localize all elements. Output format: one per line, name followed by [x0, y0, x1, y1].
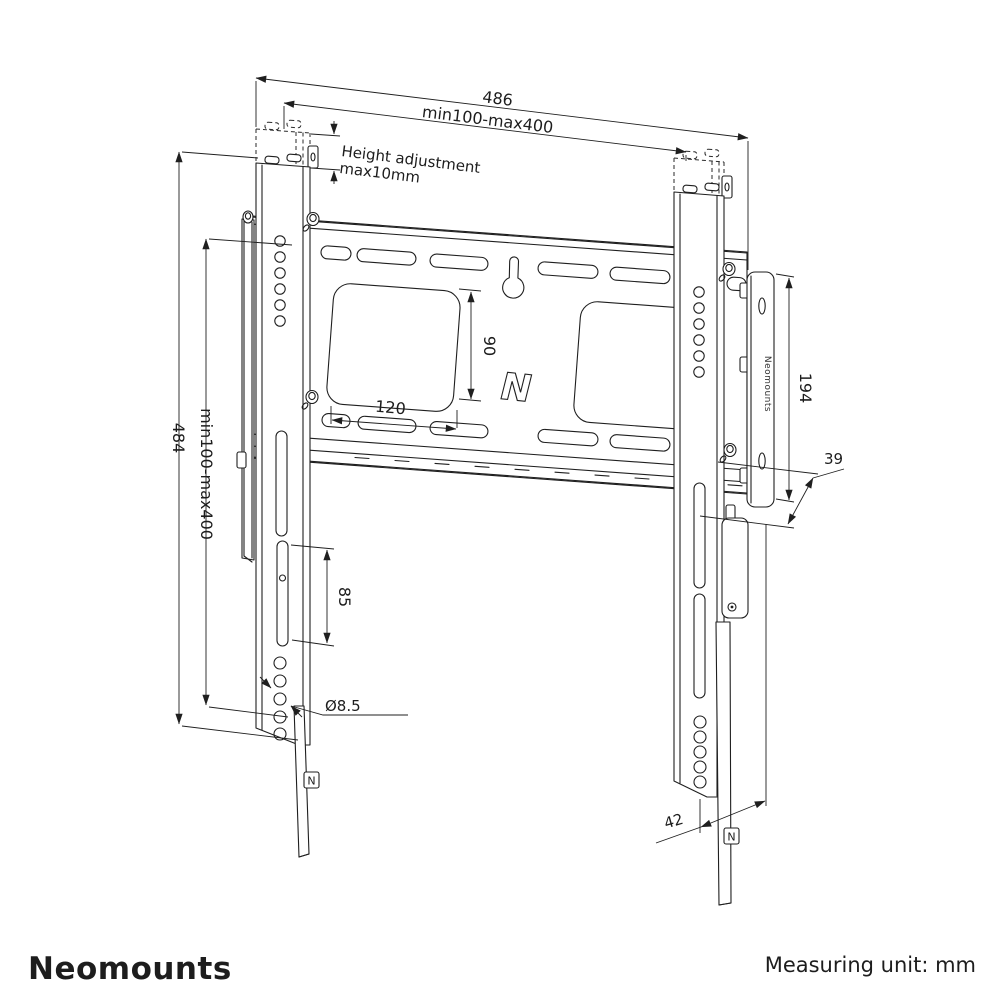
left-tv-bracket: [255, 119, 320, 746]
dim-cutout-width: 120: [330, 397, 458, 432]
flange-slot-bottom: [758, 452, 766, 470]
left-bracket-slot-lower: [276, 540, 289, 647]
dim-height-adjustment: Height adjustment max10mm: [310, 121, 481, 187]
right-bracket-bottom-holes: [693, 715, 707, 789]
measuring-unit-note: Measuring unit: mm: [765, 953, 976, 977]
svg-text:N: N: [307, 775, 315, 788]
right-strap: N: [715, 621, 740, 906]
dim-cutout-height-label: 90: [480, 336, 499, 356]
dim-strap-offset: 42: [655, 524, 767, 844]
left-bracket-slot-upper: [275, 430, 288, 537]
right-bracket-slot-upper: [693, 482, 706, 589]
right-flange-body: [746, 271, 775, 508]
dim-overall-height: 484: [169, 151, 299, 741]
right-bracket-holes: [693, 286, 705, 378]
right-bracket-flap: [721, 175, 733, 199]
brand-wordmark: Neomounts: [28, 951, 232, 987]
keyhole-slot: [502, 256, 525, 299]
right-strap-badge: N: [723, 827, 740, 845]
plate-right-flange: Neomounts: [739, 271, 775, 508]
left-bracket-holes: [274, 235, 286, 327]
dim-hole-diameter-label: Ø8.5: [325, 697, 361, 715]
left-strap-badge: N: [303, 771, 320, 789]
dim-vesa-width-label: min100-max400: [421, 102, 554, 137]
svg-text:N: N: [727, 831, 735, 844]
dim-depth-label: 39: [824, 450, 843, 468]
flange-hook-tab: [236, 451, 247, 469]
dim-strap-offset-label: 42: [662, 810, 685, 833]
right-bracket-hook-bolt-bottom: [719, 442, 737, 463]
dim-bracket-plate-height: 194: [775, 273, 815, 503]
left-bracket-hook-bolt-top: [302, 211, 320, 232]
dim-cutout-width-label: 120: [374, 397, 406, 419]
right-latch: [721, 504, 749, 619]
left-bracket-hook-bolt-bottom: [301, 389, 319, 410]
flange-slot-top: [758, 297, 766, 315]
dim-slot-length: 85: [290, 544, 354, 647]
right-bracket-body: [673, 191, 725, 798]
plate-left-flange: [236, 210, 255, 563]
dim-depth: 39: [699, 450, 845, 529]
svg-text:Neomounts: Neomounts: [762, 356, 772, 412]
slot-screw: [278, 574, 287, 582]
dim-slot-length-label: 85: [335, 587, 354, 607]
left-bracket-ghost-position: [255, 119, 311, 166]
right-bracket-slot-lower: [693, 593, 706, 699]
dim-overall-height-label: 484: [169, 423, 188, 454]
flange-brand-text: Neomounts: [762, 356, 772, 412]
flange-bolt-knob: [242, 210, 254, 224]
left-bracket-flap: [307, 145, 319, 169]
dim-vesa-height-label: min100-max400: [197, 408, 216, 540]
vesa-cutout-left: [326, 283, 461, 412]
right-bracket-hook-bolt-top: [718, 261, 736, 282]
dim-overall-width-label: 486: [481, 87, 514, 110]
left-bracket-bottom-holes: [273, 656, 287, 741]
dim-bracket-plate-height-label: 194: [796, 373, 815, 404]
wall-plate-top-slots: [320, 245, 747, 292]
dim-vesa-height: min100-max400: [197, 238, 293, 718]
dim-cutout-height: 90: [458, 288, 499, 402]
right-tv-bracket: [673, 148, 733, 798]
dim-hole-diameter: Ø8.5: [259, 676, 408, 718]
